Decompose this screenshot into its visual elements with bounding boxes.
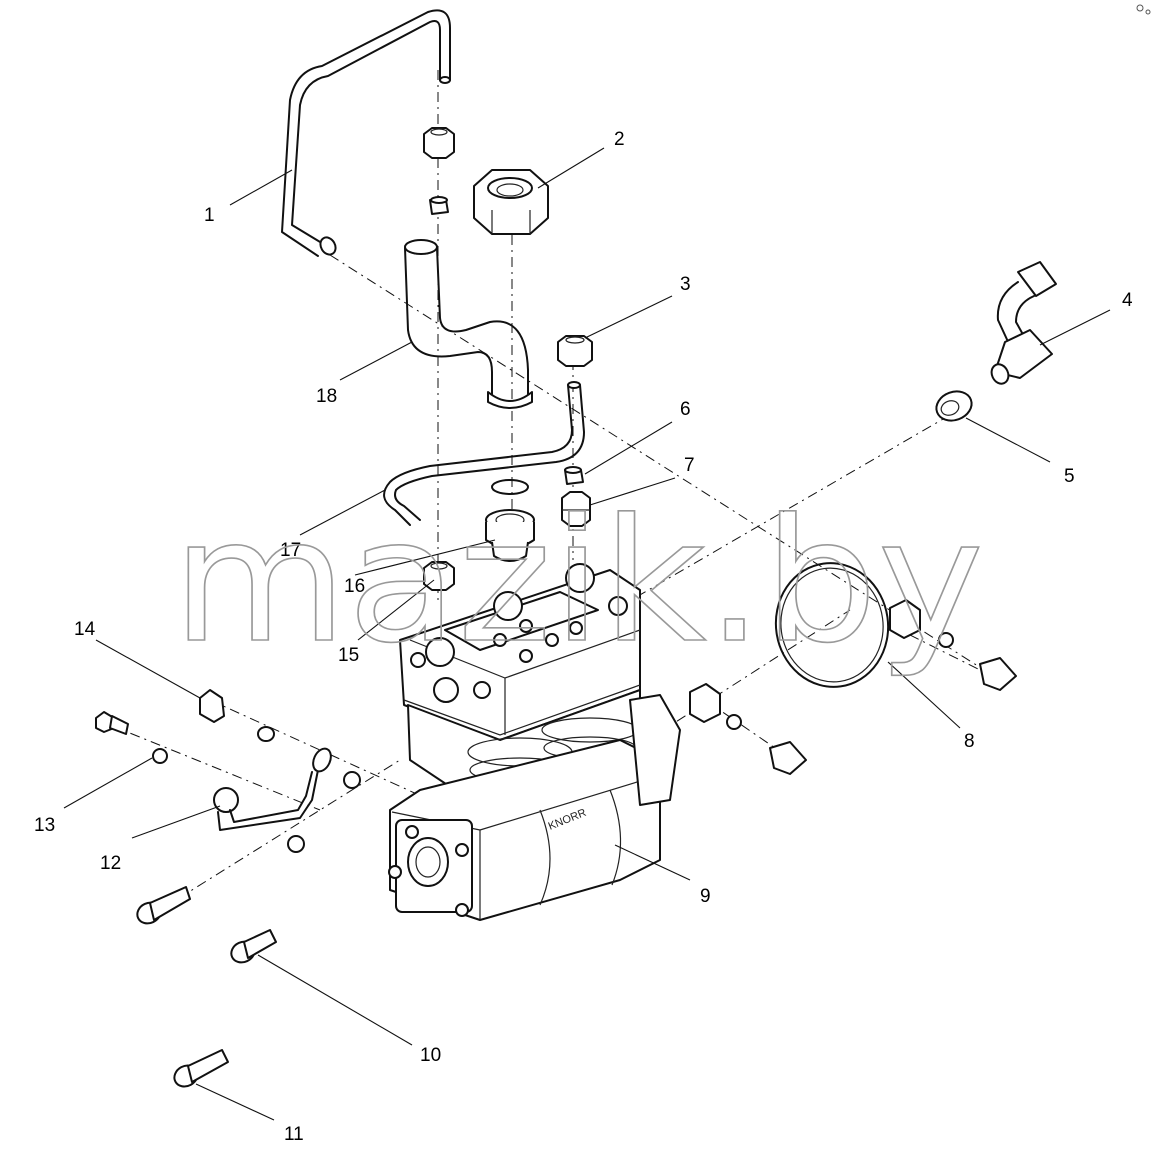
callout-2: 2 [614, 129, 625, 150]
leader-lines [63, 147, 1111, 1121]
callout-12: 12 [100, 853, 121, 874]
callout-14: 14 [74, 619, 96, 640]
callout-6: 6 [680, 399, 691, 420]
callout-18: 18 [316, 386, 337, 407]
callout-13: 13 [34, 815, 55, 836]
compressor-part-9: KNORR [388, 563, 681, 921]
callout-7: 7 [684, 455, 695, 476]
elbow-fitting-part-4 [990, 261, 1057, 385]
corner-mark-icon [1136, 4, 1151, 15]
bolt-part-11 [173, 1049, 229, 1088]
banjo-bolt-part-14 [199, 689, 275, 742]
pipe-part-17 [383, 381, 585, 526]
fitting-part-15 [423, 561, 455, 591]
fittings-right-group [689, 599, 1017, 775]
nut-part-5 [935, 390, 973, 422]
union-fitting-part-16 [485, 509, 535, 562]
watermark: mazik.by [172, 483, 984, 681]
callout-9: 9 [700, 886, 711, 907]
o-ring-part-8 [774, 562, 890, 688]
fitting-part-6 [564, 466, 584, 485]
bolt-part-10 [230, 929, 277, 964]
nut-part-3 [557, 335, 593, 367]
nut-large-part-2 [473, 169, 549, 235]
pipe-part-1 [281, 9, 451, 257]
bolt-part-13 [95, 711, 168, 764]
callout-8: 8 [964, 731, 975, 752]
nut-small-top [423, 127, 455, 215]
callout-5: 5 [1064, 466, 1075, 487]
bolt-left [136, 886, 191, 925]
callout-3: 3 [680, 274, 691, 295]
callout-labels: 1 2 3 4 5 6 7 8 9 10 11 12 13 14 15 16 1… [34, 129, 1133, 1145]
callout-16: 16 [344, 576, 365, 597]
callout-4: 4 [1122, 290, 1133, 311]
callout-1: 1 [204, 205, 215, 226]
callout-17: 17 [280, 540, 301, 561]
elbow-pipe-part-18 [404, 239, 533, 409]
callout-11: 11 [284, 1124, 304, 1145]
callout-10: 10 [420, 1045, 441, 1066]
banjo-pipe-part-12 [213, 747, 361, 853]
callout-15: 15 [338, 645, 359, 666]
fitting-part-7 [561, 491, 591, 527]
o-ring-small [491, 479, 529, 495]
